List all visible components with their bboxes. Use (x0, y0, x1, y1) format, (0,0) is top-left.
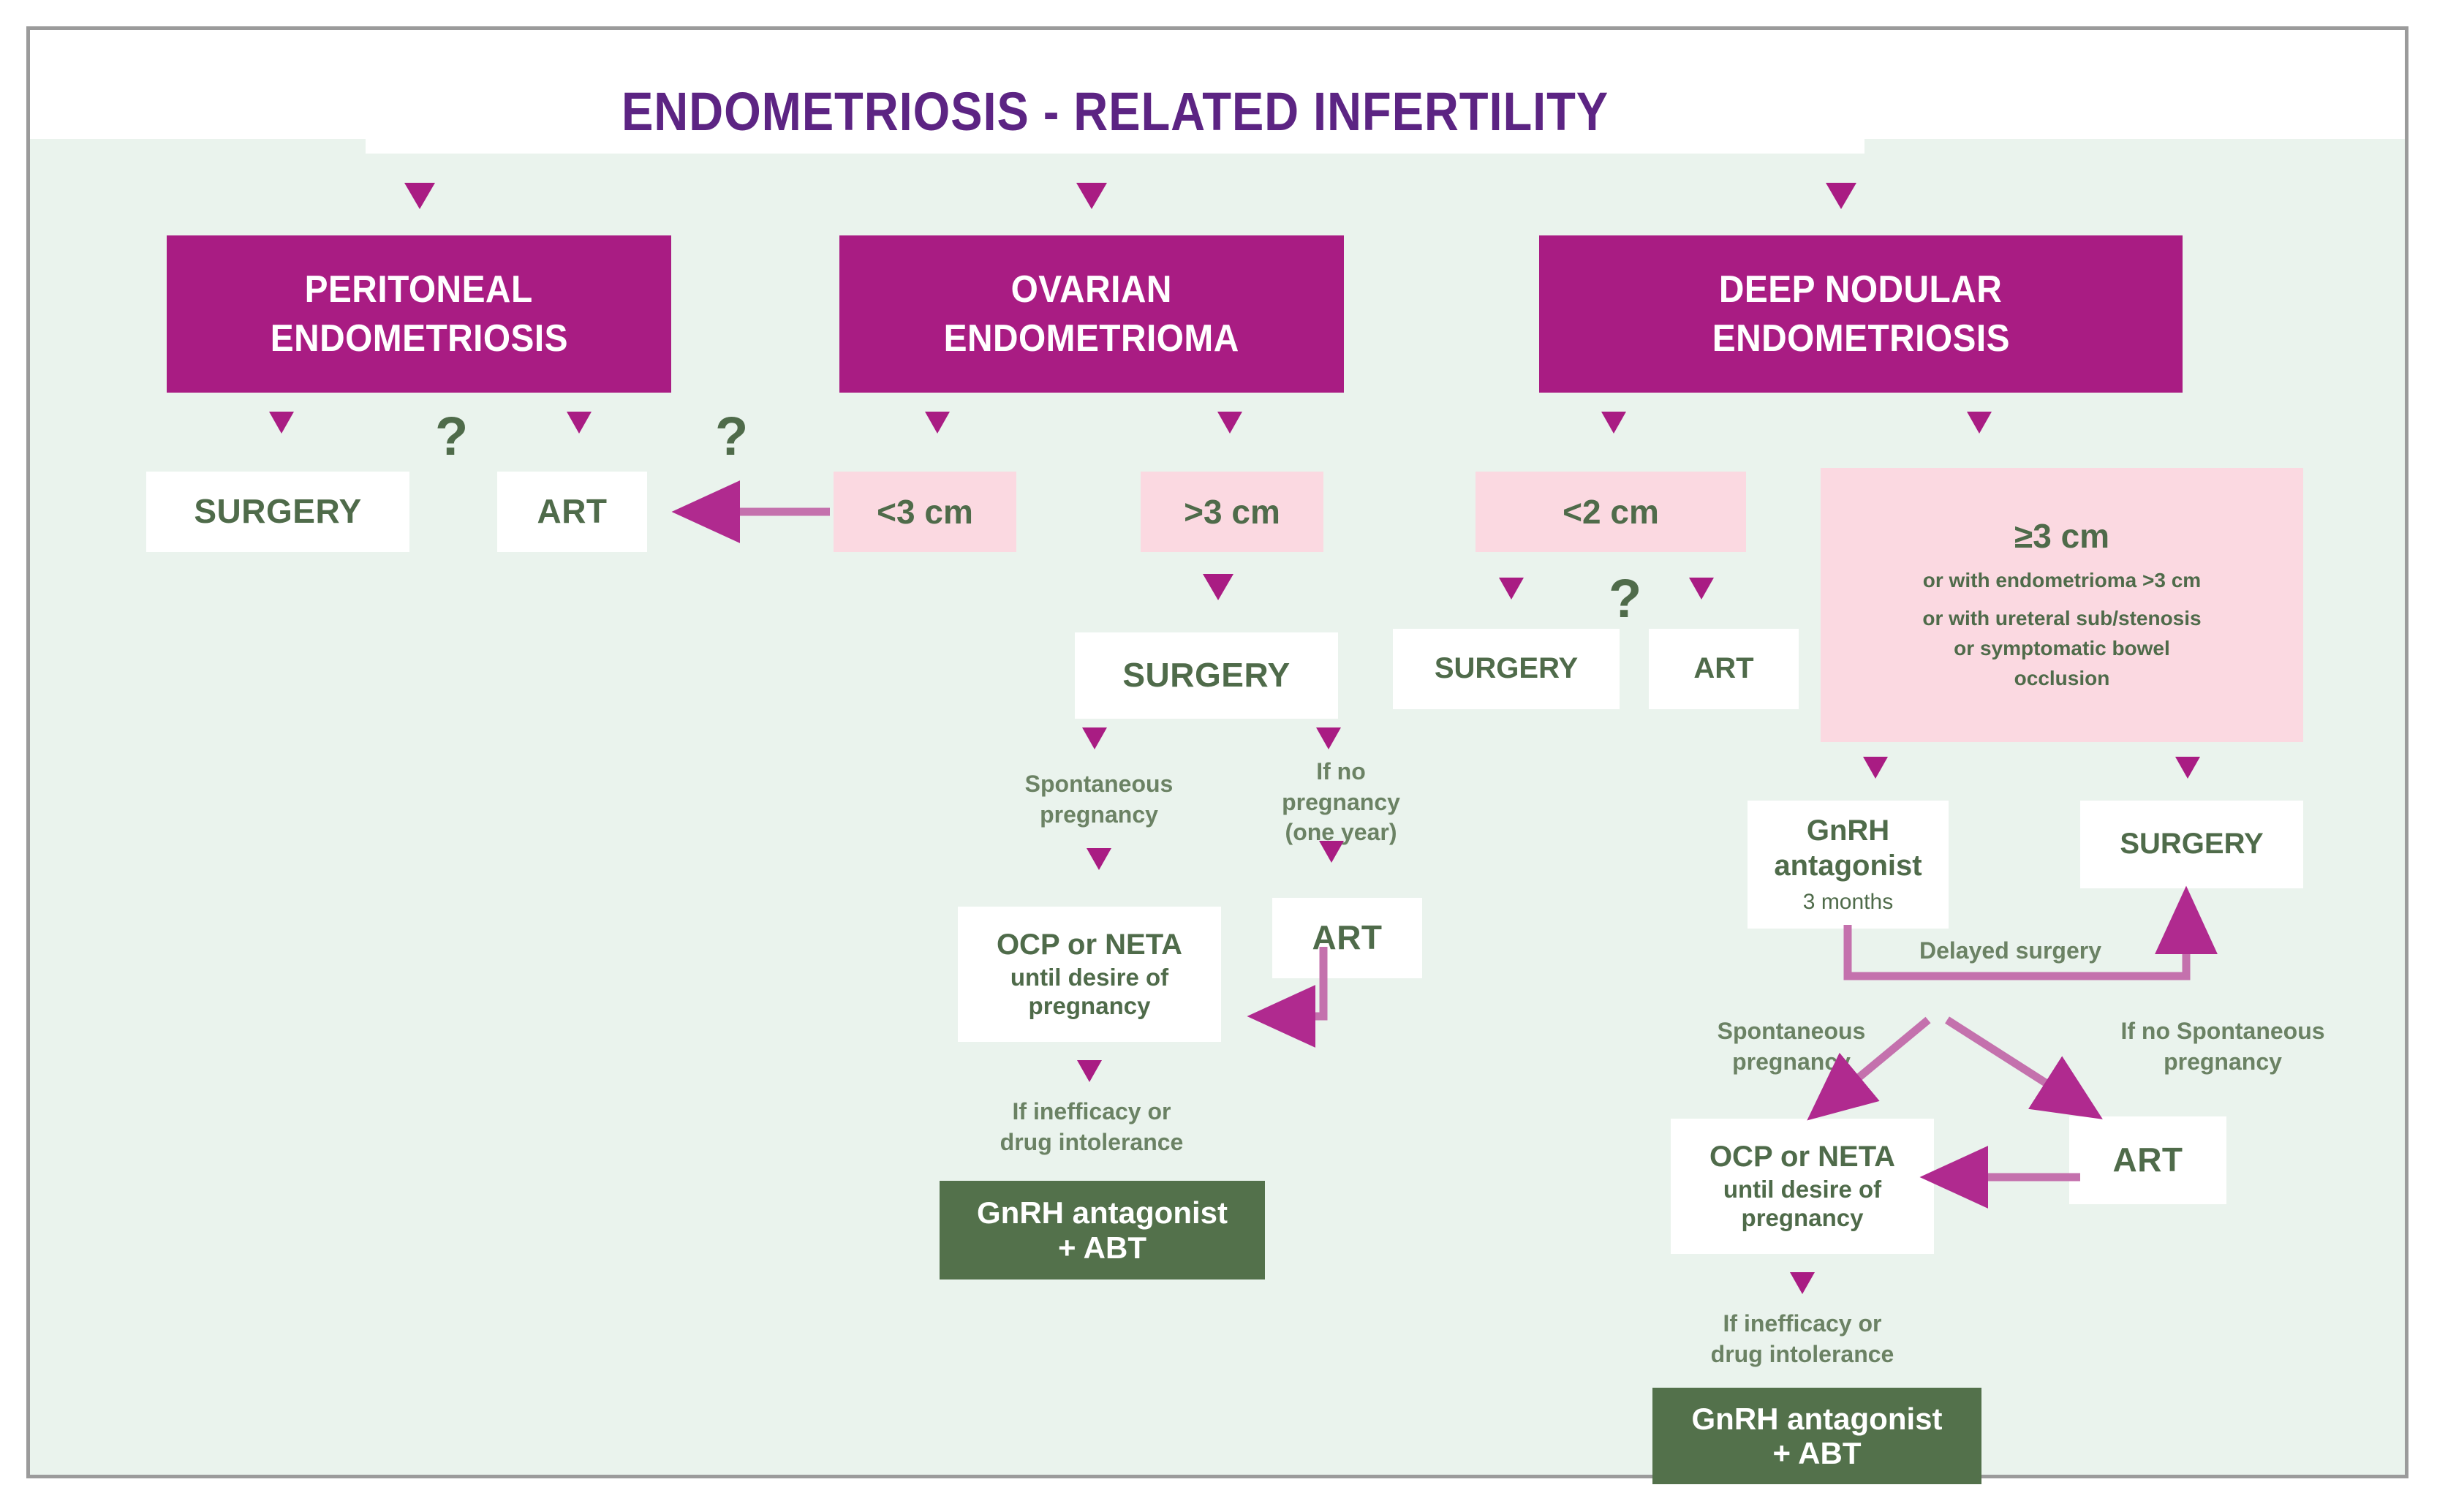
label-deep-spontaneous: Spontaneous pregnancy (1671, 1016, 1912, 1077)
arrow-to-ovarian-large (1217, 412, 1242, 434)
arrow-to-deep-criteria (1967, 412, 1992, 434)
gnrh-antagonist-duration: 3 months (1802, 889, 1894, 914)
header-deep-nodular-line2: ENDOMETRIOSIS (1712, 317, 2010, 360)
gnrh-antagonist-line1: GnRH (1806, 814, 1890, 847)
arrow-to-deep-surgery-large (2175, 757, 2200, 779)
box-deep-art[interactable]: ART (2069, 1116, 2226, 1204)
arrow-to-ovarian-header (1076, 183, 1107, 209)
header-deep-nodular-line1: DEEP NODULAR (1719, 268, 2003, 311)
arrow-to-peritoneal-header (404, 183, 435, 209)
label-ovarian-no-pregnancy: If no pregnancy (one year) (1243, 757, 1439, 848)
label-delayed-surgery: Delayed surgery (1919, 937, 2102, 964)
box-deep-gnrh-abt[interactable]: GnRH antagonist + ABT (1652, 1388, 1981, 1484)
deep-criteria-line3: or symptomatic bowel (1954, 636, 2170, 659)
deep-gnrh-line1: GnRH antagonist (1691, 1401, 1943, 1436)
header-ovarian-endometrioma[interactable]: OVARIAN ENDOMETRIOMA (839, 235, 1344, 393)
box-deep-surgery-small[interactable]: SURGERY (1393, 629, 1620, 709)
deep-spontaneous-line2: pregnancy (1732, 1048, 1851, 1075)
box-ovarian-ocp-neta[interactable]: OCP or NETA until desire of pregnancy (958, 907, 1221, 1042)
ovarian-nopreg-line2: pregnancy (1282, 788, 1400, 815)
question-mark-peritoneal-art: ? (715, 406, 749, 466)
ovarian-gnrh-line1: GnRH antagonist (977, 1195, 1228, 1231)
ovarian-gnrh-line2: + ABT (1058, 1230, 1146, 1265)
arrow-ovarian-spontaneous (1082, 727, 1107, 749)
ovarian-inefficacy-line1: If inefficacy or (1012, 1098, 1171, 1124)
deep-art-label: ART (2112, 1141, 2183, 1179)
box-peritoneal-art[interactable]: ART (497, 472, 647, 552)
peritoneal-art-label: ART (537, 492, 608, 531)
deep-art-small-label: ART (1693, 652, 1754, 685)
arrow-to-deep-size-small (1601, 412, 1626, 434)
ovarian-spontaneous-line2: pregnancy (1040, 801, 1158, 828)
box-deep-art-small[interactable]: ART (1649, 629, 1799, 709)
page-title: ENDOMETRIOSIS - RELATED INFERTILITY (621, 81, 1609, 142)
deep-ocp-line2: until desire of (1723, 1175, 1882, 1203)
arrow-to-ovarian-art (1319, 841, 1344, 863)
box-ovarian-surgery[interactable]: SURGERY (1075, 632, 1338, 719)
deep-spontaneous-line1: Spontaneous (1717, 1018, 1866, 1044)
deep-criteria-line4: occlusion (2014, 666, 2110, 689)
box-gnrh-antagonist[interactable]: GnRH antagonist 3 months (1748, 801, 1949, 929)
arrow-to-deep-nodular-header (1826, 183, 1856, 209)
arrow-to-ovarian-surgery (1203, 574, 1233, 600)
arrow-to-deep-inefficacy (1790, 1272, 1815, 1294)
deep-criteria-line2: or with ureteral sub/stenosis (1922, 607, 2202, 630)
arrow-to-ovarian-inefficacy (1077, 1060, 1102, 1082)
deep-nospont-line1: If no Spontaneous (2120, 1018, 2325, 1044)
arrow-to-peritoneal-surgery (269, 412, 294, 434)
ovarian-ocp-line1: OCP or NETA (996, 929, 1183, 961)
question-mark-peritoneal-surgery: ? (435, 406, 469, 466)
ovarian-surgery-label: SURGERY (1122, 656, 1291, 695)
arrow-to-deep-surgery-small (1499, 578, 1524, 600)
deep-nospont-line2: pregnancy (2164, 1048, 2282, 1075)
arrow-to-deep-art-small (1689, 578, 1714, 600)
header-peritoneal-line2: ENDOMETRIOSIS (270, 317, 568, 360)
label-deep-no-spontaneous: If no Spontaneous pregnancy (2077, 1016, 2369, 1077)
deep-ocp-line3: pregnancy (1741, 1204, 1864, 1232)
title-plate (366, 69, 1864, 154)
deep-inefficacy-line1: If inefficacy or (1723, 1310, 1882, 1337)
ovarian-nopreg-line1: If no (1316, 758, 1366, 785)
box-ovarian-art[interactable]: ART (1272, 898, 1422, 978)
label-deep-inefficacy: If inefficacy or drug intolerance (1674, 1309, 1930, 1369)
arrow-ovarian-no-pregnancy (1316, 727, 1341, 749)
deep-surgery-large-label: SURGERY (2120, 828, 2264, 861)
gnrh-antagonist-line2: antagonist (1774, 849, 1922, 882)
box-peritoneal-surgery[interactable]: SURGERY (146, 472, 409, 552)
arrow-to-gnrh-antagonist (1863, 757, 1888, 779)
ovarian-inefficacy-line2: drug intolerance (1000, 1128, 1184, 1155)
box-deep-size-small[interactable]: <2 cm (1476, 472, 1746, 552)
ovarian-size-small-label: <3 cm (877, 492, 973, 531)
deep-inefficacy-line2: drug intolerance (1710, 1340, 1894, 1367)
label-ovarian-inefficacy: If inefficacy or drug intolerance (964, 1097, 1220, 1157)
deep-ocp-line1: OCP or NETA (1709, 1141, 1896, 1173)
ovarian-art-label: ART (1312, 918, 1383, 957)
header-ovarian-line2: ENDOMETRIOMA (943, 317, 1240, 360)
arrow-to-ovarian-small (925, 412, 950, 434)
deep-criteria-line1: or with endometrioma >3 cm (1922, 568, 2202, 591)
box-ovarian-size-large[interactable]: >3 cm (1141, 472, 1323, 552)
box-deep-surgery-large[interactable]: SURGERY (2080, 801, 2303, 888)
label-ovarian-spontaneous: Spontaneous pregnancy (978, 769, 1220, 830)
deep-surgery-small-label: SURGERY (1434, 652, 1579, 685)
ovarian-spontaneous-line1: Spontaneous (1024, 771, 1174, 797)
header-peritoneal-line1: PERITONEAL (304, 268, 534, 311)
ovarian-ocp-line3: pregnancy (1028, 992, 1151, 1020)
box-ovarian-gnrh-abt[interactable]: GnRH antagonist + ABT (940, 1181, 1265, 1279)
box-deep-ocp-neta[interactable]: OCP or NETA until desire of pregnancy (1671, 1119, 1934, 1254)
box-deep-criteria[interactable]: ≥3 cm or with endometrioma >3 cm or with… (1821, 468, 2303, 742)
deep-size-small-label: <2 cm (1563, 492, 1659, 531)
deep-gnrh-line2: + ABT (1772, 1436, 1862, 1470)
deep-criteria-title: ≥3 cm (2014, 516, 2110, 555)
arrow-to-peritoneal-art (567, 412, 592, 434)
question-mark-deep-nodular: ? (1609, 568, 1642, 629)
box-ovarian-size-small[interactable]: <3 cm (834, 472, 1016, 552)
ovarian-size-large-label: >3 cm (1184, 492, 1280, 531)
ovarian-ocp-line2: until desire of (1010, 963, 1169, 991)
header-deep-nodular-endometriosis[interactable]: DEEP NODULAR ENDOMETRIOSIS (1539, 235, 2183, 393)
arrow-to-ovarian-ocp (1087, 848, 1111, 870)
header-peritoneal-endometriosis[interactable]: PERITONEAL ENDOMETRIOSIS (167, 235, 671, 393)
header-ovarian-line1: OVARIAN (1010, 268, 1173, 311)
peritoneal-surgery-label: SURGERY (194, 492, 362, 531)
